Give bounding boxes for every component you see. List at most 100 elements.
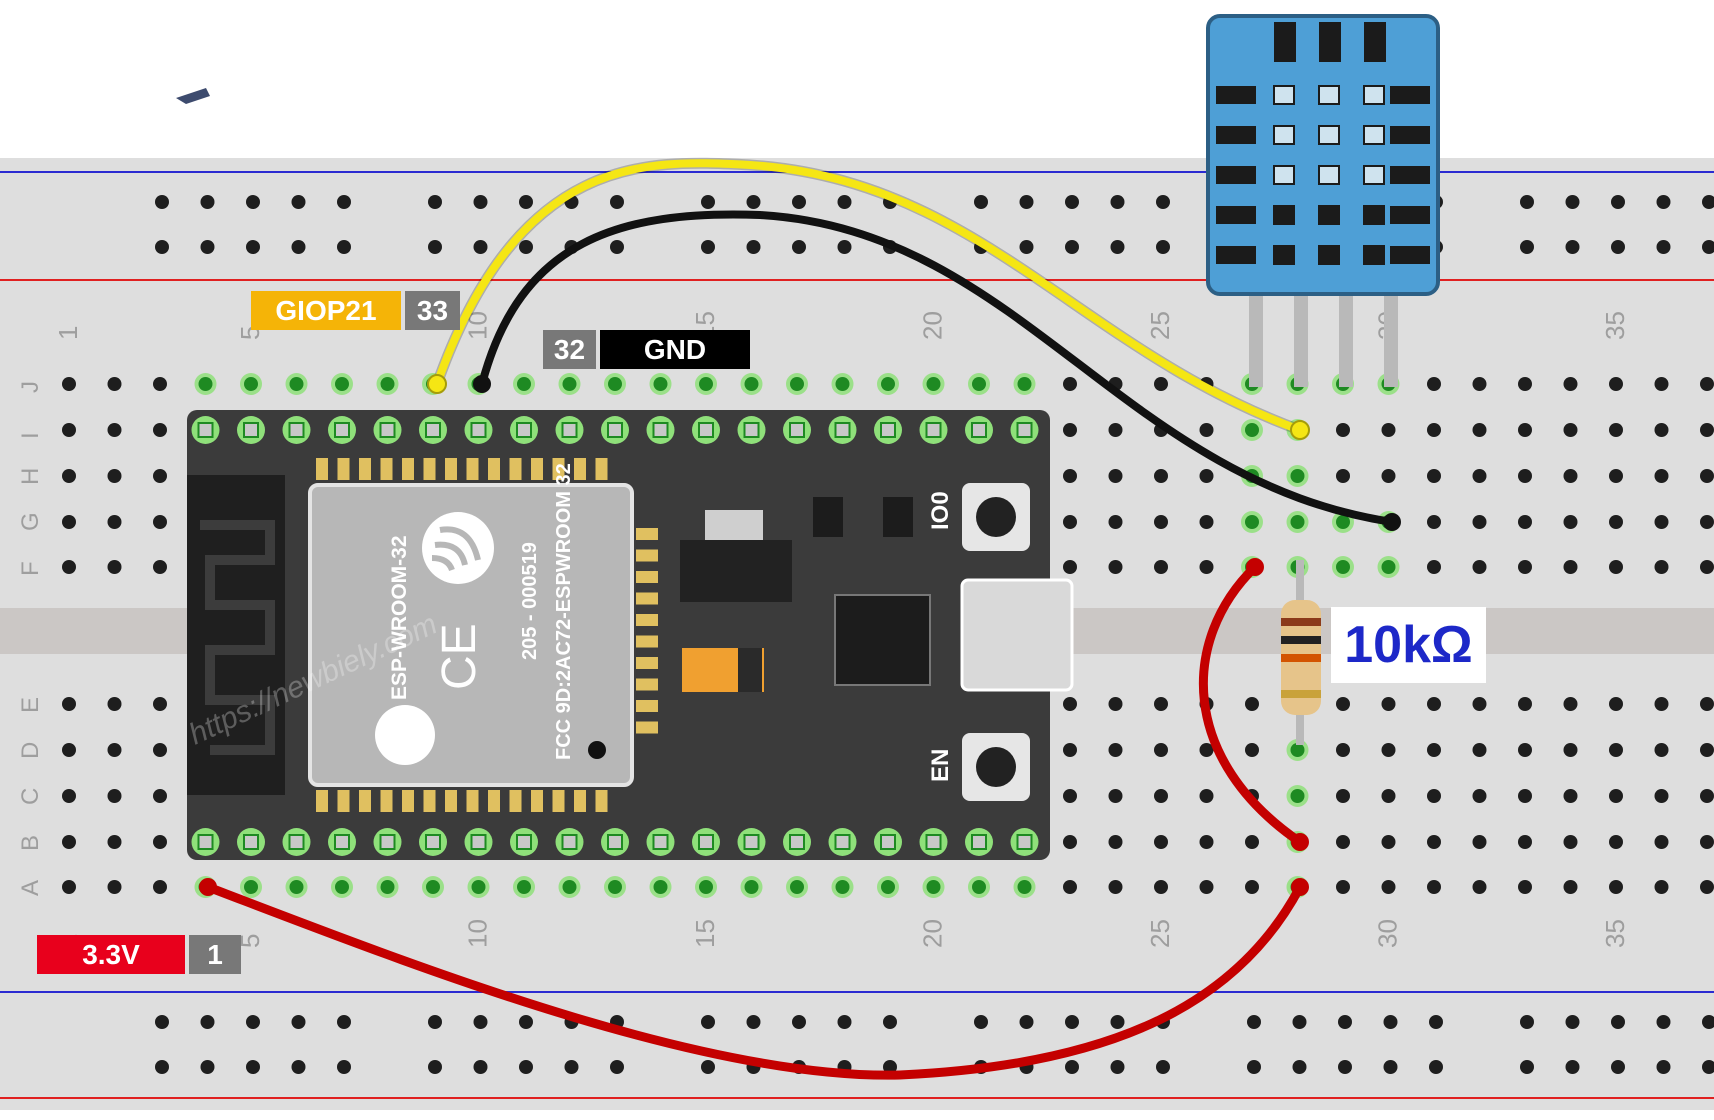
breadboard-hole[interactable] <box>1381 880 1396 894</box>
breadboard-hole[interactable] <box>1108 560 1123 574</box>
rail-hole[interactable] <box>837 240 852 254</box>
breadboard-hole[interactable] <box>1108 835 1123 849</box>
breadboard-hole[interactable] <box>1290 743 1305 757</box>
rail-hole[interactable] <box>1702 1060 1714 1074</box>
rail-hole[interactable] <box>1019 240 1034 254</box>
rail-hole[interactable] <box>1019 195 1034 209</box>
breadboard-hole[interactable] <box>1017 880 1032 894</box>
rail-hole[interactable] <box>473 1060 488 1074</box>
rail-hole[interactable] <box>1156 195 1170 209</box>
rail-hole[interactable] <box>291 240 306 254</box>
breadboard-hole[interactable] <box>562 880 577 894</box>
breadboard-hole[interactable] <box>1700 560 1714 574</box>
breadboard-hole[interactable] <box>1518 743 1532 757</box>
breadboard-hole[interactable] <box>1654 560 1669 574</box>
breadboard-hole[interactable] <box>790 880 804 894</box>
rail-hole[interactable] <box>155 240 169 254</box>
breadboard-hole[interactable] <box>107 560 122 574</box>
rail-hole[interactable] <box>883 1060 897 1074</box>
breadboard-hole[interactable] <box>1063 377 1077 391</box>
breadboard-hole[interactable] <box>1609 560 1623 574</box>
breadboard-hole[interactable] <box>153 835 167 849</box>
breadboard-hole[interactable] <box>1609 515 1623 529</box>
breadboard-hole[interactable] <box>517 880 531 894</box>
rail-hole[interactable] <box>610 195 624 209</box>
rail-hole[interactable] <box>291 1015 306 1029</box>
breadboard-hole[interactable] <box>1518 789 1532 803</box>
breadboard-hole[interactable] <box>153 423 167 437</box>
breadboard-hole[interactable] <box>1017 377 1032 391</box>
breadboard-hole[interactable] <box>1427 423 1441 437</box>
rail-hole[interactable] <box>246 1060 260 1074</box>
rail-hole[interactable] <box>1156 1060 1170 1074</box>
rail-hole[interactable] <box>1338 1060 1352 1074</box>
rail-hole[interactable] <box>1656 195 1671 209</box>
rail-hole[interactable] <box>428 240 442 254</box>
breadboard-hole[interactable] <box>1427 697 1441 711</box>
breadboard-hole[interactable] <box>1199 835 1214 849</box>
rail-hole[interactable] <box>519 195 533 209</box>
breadboard-hole[interactable] <box>1563 789 1578 803</box>
breadboard-hole[interactable] <box>562 377 577 391</box>
breadboard-hole[interactable] <box>1245 697 1259 711</box>
breadboard-hole[interactable] <box>1154 469 1168 483</box>
breadboard-hole[interactable] <box>1381 697 1396 711</box>
breadboard-hole[interactable] <box>1472 743 1487 757</box>
rail-hole[interactable] <box>1520 1015 1534 1029</box>
rail-hole[interactable] <box>519 1060 533 1074</box>
breadboard-hole[interactable] <box>1154 697 1168 711</box>
breadboard-hole[interactable] <box>1609 743 1623 757</box>
rail-hole[interactable] <box>701 195 715 209</box>
rail-hole[interactable] <box>1065 195 1079 209</box>
breadboard-hole[interactable] <box>1063 423 1077 437</box>
breadboard-hole[interactable] <box>1290 789 1305 803</box>
breadboard-hole[interactable] <box>289 377 304 391</box>
rail-hole[interactable] <box>564 1060 579 1074</box>
rail-hole[interactable] <box>291 1060 306 1074</box>
breadboard-hole[interactable] <box>653 377 668 391</box>
breadboard-hole[interactable] <box>1563 377 1578 391</box>
breadboard-hole[interactable] <box>62 469 76 483</box>
rail-hole[interactable] <box>1110 240 1125 254</box>
breadboard-hole[interactable] <box>699 377 713 391</box>
breadboard-hole[interactable] <box>1427 515 1441 529</box>
breadboard-hole[interactable] <box>1472 789 1487 803</box>
en-button[interactable] <box>962 733 1030 801</box>
breadboard-hole[interactable] <box>1063 789 1077 803</box>
breadboard-hole[interactable] <box>1518 423 1532 437</box>
breadboard-hole[interactable] <box>881 377 895 391</box>
breadboard-hole[interactable] <box>1472 880 1487 894</box>
breadboard-hole[interactable] <box>62 423 76 437</box>
rail-hole[interactable] <box>974 195 988 209</box>
rail-hole[interactable] <box>246 195 260 209</box>
rail-hole[interactable] <box>473 1015 488 1029</box>
breadboard-hole[interactable] <box>1700 789 1714 803</box>
rail-hole[interactable] <box>1611 1015 1625 1029</box>
rail-hole[interactable] <box>428 195 442 209</box>
breadboard-hole[interactable] <box>1472 835 1487 849</box>
breadboard-hole[interactable] <box>1518 560 1532 574</box>
rail-hole[interactable] <box>746 195 761 209</box>
breadboard-hole[interactable] <box>1472 560 1487 574</box>
breadboard-hole[interactable] <box>1654 423 1669 437</box>
breadboard-hole[interactable] <box>1427 469 1441 483</box>
breadboard-hole[interactable] <box>1518 880 1532 894</box>
rail-hole[interactable] <box>473 240 488 254</box>
rail-hole[interactable] <box>1520 1060 1534 1074</box>
rail-hole[interactable] <box>1019 1015 1034 1029</box>
breadboard-hole[interactable] <box>1154 835 1168 849</box>
breadboard-hole[interactable] <box>881 880 895 894</box>
breadboard-hole[interactable] <box>1245 515 1259 529</box>
breadboard-hole[interactable] <box>1381 469 1396 483</box>
breadboard-hole[interactable] <box>153 560 167 574</box>
breadboard-hole[interactable] <box>153 743 167 757</box>
breadboard-hole[interactable] <box>926 377 941 391</box>
rail-hole[interactable] <box>1383 1015 1398 1029</box>
breadboard-hole[interactable] <box>380 377 395 391</box>
breadboard-hole[interactable] <box>972 377 986 391</box>
breadboard-hole[interactable] <box>335 880 349 894</box>
breadboard-hole[interactable] <box>1609 423 1623 437</box>
rail-hole[interactable] <box>701 240 715 254</box>
breadboard-hole[interactable] <box>1609 469 1623 483</box>
breadboard-hole[interactable] <box>1063 743 1077 757</box>
